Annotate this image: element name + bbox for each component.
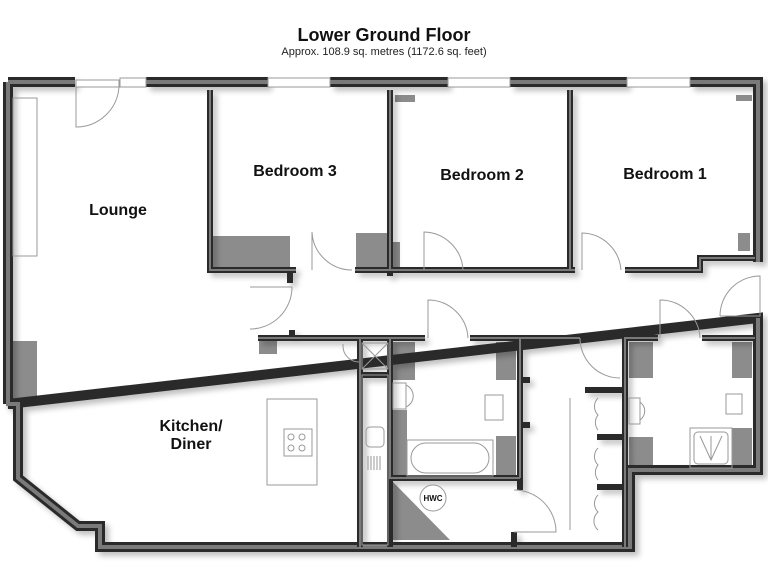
basin-icon xyxy=(725,393,743,415)
room-label-bedroom-2: Bedroom 2 xyxy=(440,167,524,184)
kitchen-fixtures xyxy=(266,342,389,546)
fitted-units xyxy=(10,95,752,540)
basin-icon xyxy=(484,394,504,421)
windows xyxy=(119,77,691,88)
lounge-unit xyxy=(12,97,38,257)
room-label-bedroom-3: Bedroom 3 xyxy=(253,163,337,180)
kitchen-island xyxy=(266,398,318,486)
hwc-label: HWC xyxy=(423,494,442,503)
walls xyxy=(3,77,763,552)
room-label-kitchen: Kitchen/ xyxy=(159,418,223,435)
hob-icon xyxy=(283,428,313,457)
floor-title: Lower Ground Floor xyxy=(297,25,471,45)
doors xyxy=(75,79,761,533)
floor-area: Approx. 108.9 sq. metres (1172.6 sq. fee… xyxy=(281,46,487,58)
stack-icon xyxy=(361,342,389,370)
room-label-bedroom-1: Bedroom 1 xyxy=(623,166,707,183)
toilet-icon xyxy=(639,401,646,421)
toilet-icon xyxy=(405,384,414,408)
shower-icon xyxy=(689,427,733,469)
ensuite-fixtures xyxy=(628,393,743,469)
hwc-cylinder: HWC xyxy=(419,484,447,512)
room-label-diner: Diner xyxy=(171,436,212,453)
bathroom-fixtures xyxy=(392,382,504,477)
bath-icon xyxy=(410,442,490,474)
kitchen-sink-icon xyxy=(365,426,385,448)
room-label-lounge: Lounge xyxy=(89,202,147,219)
